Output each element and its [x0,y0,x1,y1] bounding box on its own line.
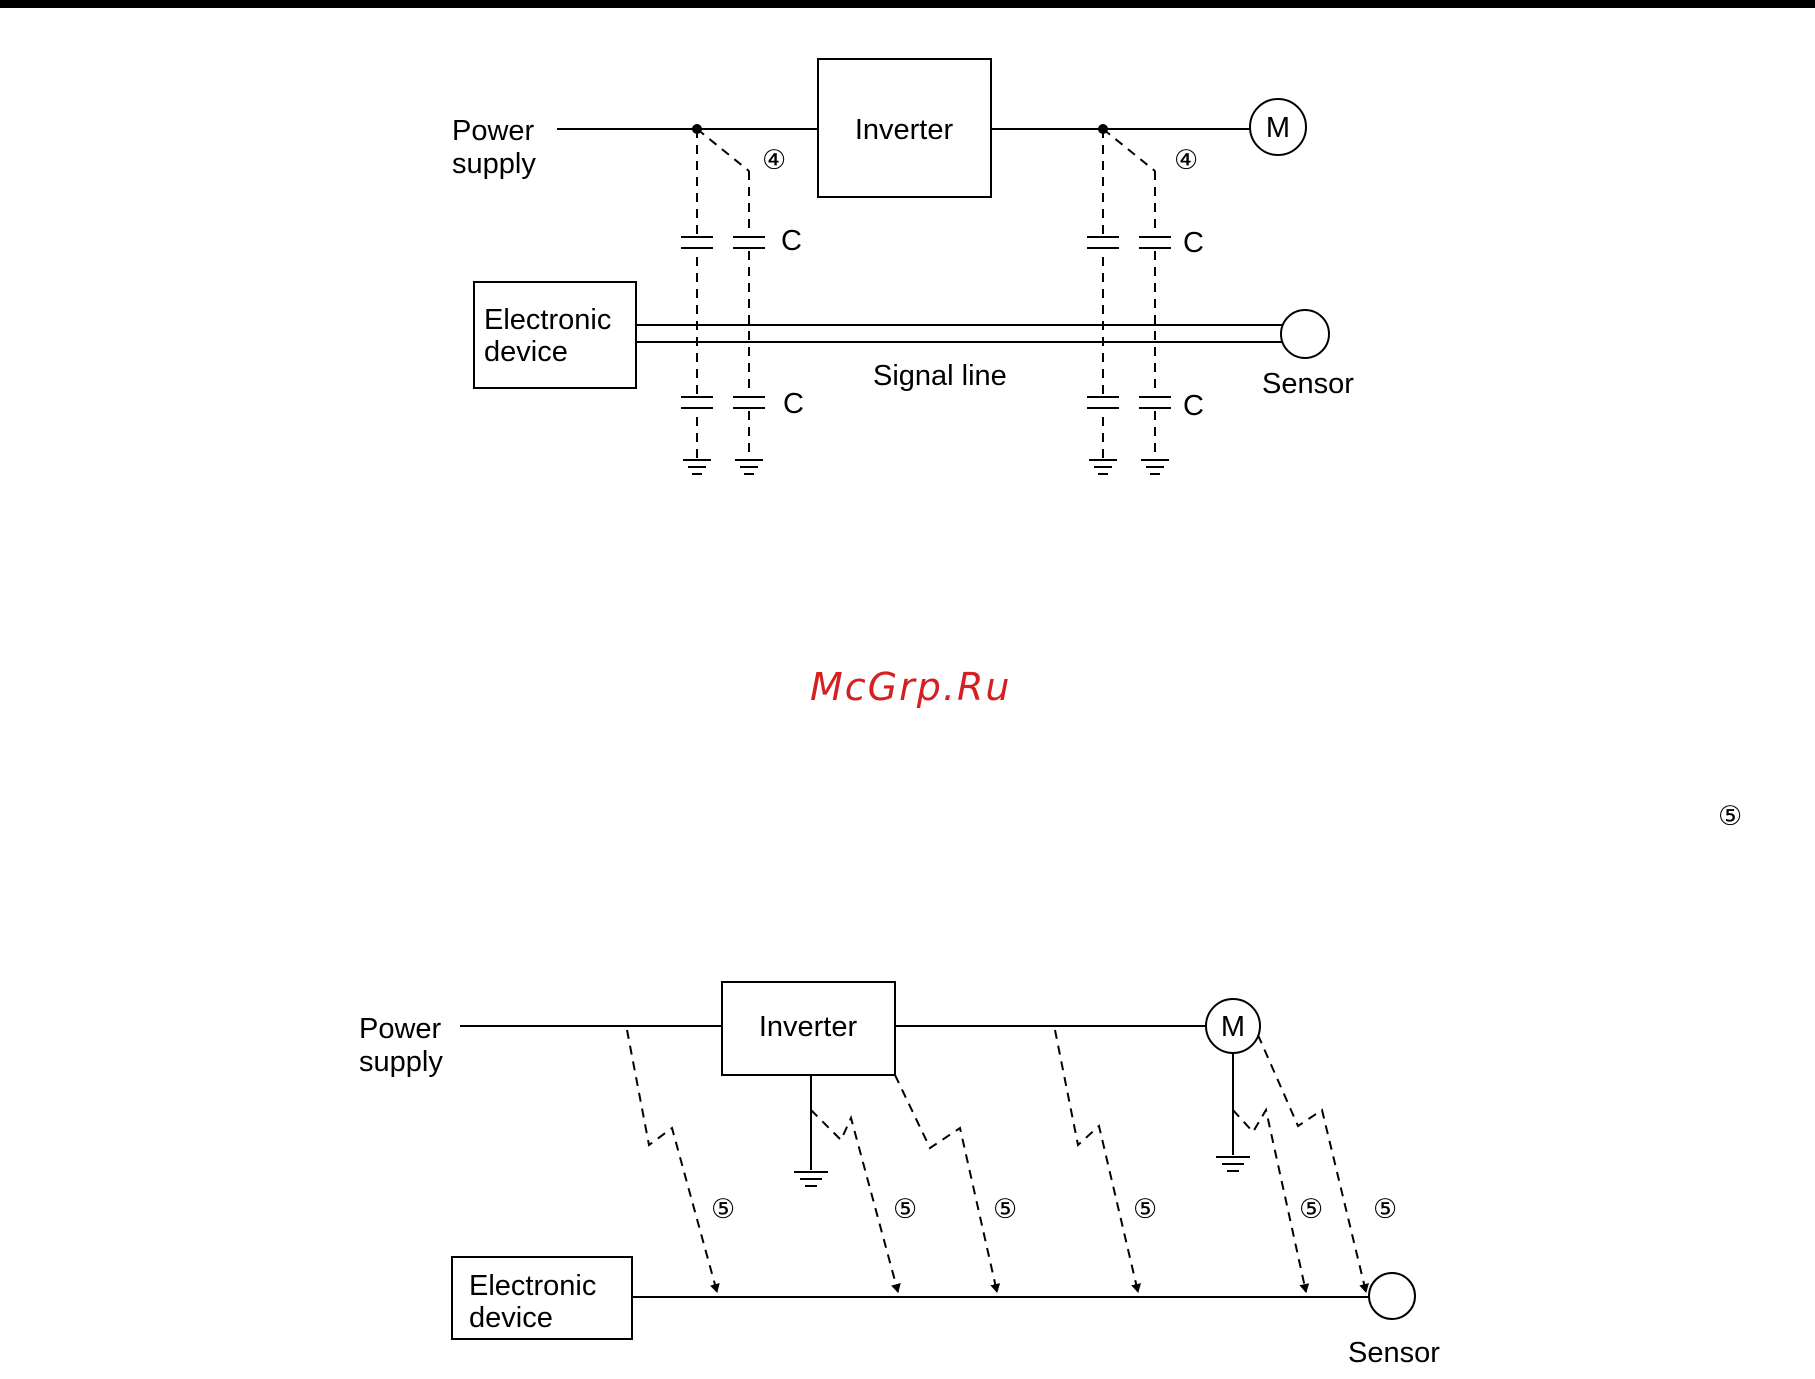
capacitor-symbol [733,235,765,250]
power-supply-label-line1: Power [359,1013,442,1045]
ground-icon [1216,1157,1250,1171]
capacitor-symbol [681,395,713,410]
motor-label: M [1221,1011,1245,1043]
inverter-label: Inverter [759,1011,858,1043]
capacitor-label: C [783,388,804,420]
path-marker: ⑤ [1133,1194,1157,1225]
electronic-device-label-line1: Electronic [469,1270,596,1302]
ground-icon [1089,460,1117,474]
path-marker: ⑤ [1299,1194,1323,1225]
ground-icon [735,460,763,474]
coupling-branch [697,129,749,171]
path-marker: ⑤ [711,1194,735,1225]
noise-path-arrow [1258,1035,1366,1292]
capacitor-symbol [681,235,713,250]
path-marker: ⑤ [993,1194,1017,1225]
diagram-top: Power supply Inverter M ④ ④ [452,59,1354,474]
noise-path-arrow [1233,1110,1306,1292]
capacitor-symbol [1087,235,1119,250]
path-marker: ④ [762,145,786,176]
watermark: McGrp.Ru [810,665,1011,709]
noise-path-arrow [1055,1030,1138,1292]
noise-path-arrow [811,1110,898,1292]
page-top-border [0,0,1815,8]
margin-marker: ⑤ [1718,801,1742,832]
electronic-device-label-line2: device [484,336,568,368]
coupling-branch [1103,129,1155,171]
sensor-symbol [1369,1273,1415,1319]
electronic-device-label-line2: device [469,1302,553,1334]
capacitor-symbol [1139,235,1171,250]
capacitor-label: C [1183,227,1204,259]
capacitor-label: C [1183,390,1204,422]
path-marker: ⑤ [893,1194,917,1225]
inverter-label: Inverter [855,114,954,146]
power-supply-label-line2: supply [359,1046,443,1078]
noise-path-arrow [627,1030,717,1292]
noise-path-arrow [895,1075,997,1292]
ground-icon [794,1172,828,1186]
power-supply-label-line2: supply [452,148,536,180]
ground-icon [683,460,711,474]
path-marker: ④ [1174,145,1198,176]
signal-line-label: Signal line [873,360,1007,392]
power-supply-label-line1: Power [452,115,535,147]
sensor-label: Sensor [1348,1337,1440,1369]
capacitor-label: C [781,225,802,257]
capacitor-symbol [733,395,765,410]
sensor-label: Sensor [1262,368,1354,400]
capacitor-symbol [1087,395,1119,410]
diagram-bottom: Power supply Inverter M Electronic devic… [359,982,1440,1369]
capacitor-symbol [1139,395,1171,410]
path-marker: ⑤ [1373,1194,1397,1225]
electronic-device-label-line1: Electronic [484,304,611,336]
motor-label: M [1266,112,1290,144]
sensor-symbol [1281,310,1329,358]
ground-icon [1141,460,1169,474]
